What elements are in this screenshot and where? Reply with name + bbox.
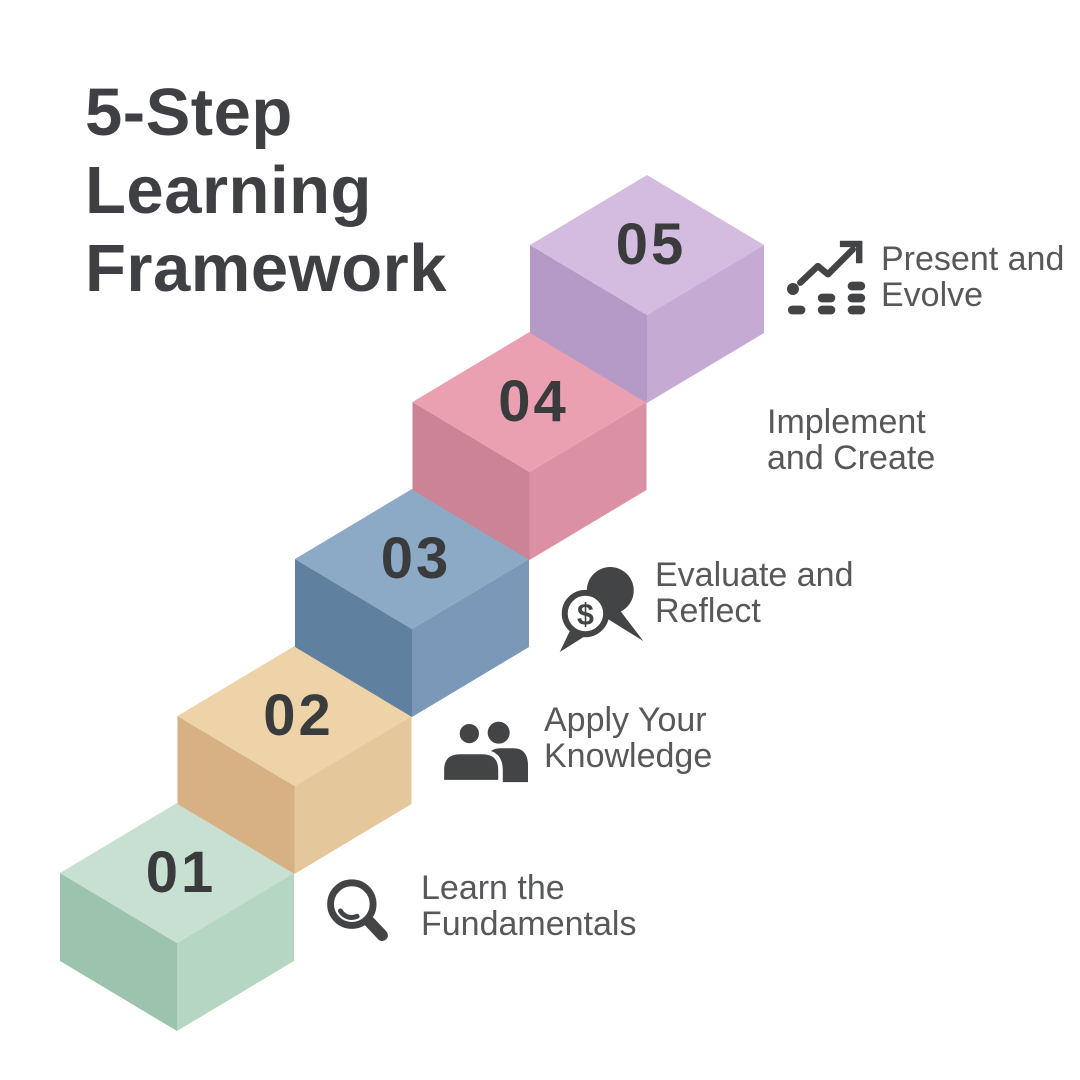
step-cube-04: 04: [412, 332, 647, 560]
step-number-03: 03: [381, 526, 452, 591]
step-label-2: Apply Your Knowledge: [544, 702, 712, 774]
step-label-1: Learn the Fundamentals: [421, 870, 636, 942]
label-line: Knowledge: [544, 737, 713, 775]
cube-right-face: [647, 245, 764, 403]
page-title: 5-Step Learning Framework: [85, 74, 447, 308]
cube-left-face: [177, 716, 295, 874]
label-line: and Create: [767, 439, 936, 477]
cube-right-face: [412, 559, 529, 717]
label-line: Evaluate and: [655, 556, 854, 594]
label-line: Reflect: [655, 592, 761, 630]
step-label-5: Present and Evolve: [881, 241, 1064, 313]
label-line: Implement: [767, 403, 926, 441]
step-number-02: 02: [263, 683, 334, 748]
cube-top-face: [530, 175, 764, 315]
step-number-01: 01: [146, 840, 217, 905]
label-line: Evolve: [881, 276, 984, 314]
dollar-glyph: $: [577, 599, 594, 632]
cube-left-face: [60, 873, 177, 1031]
people-icon: [439, 720, 528, 784]
money-chat-icon: $: [559, 567, 644, 653]
title-line-2: Learning: [85, 153, 372, 228]
step-number-05: 05: [616, 212, 687, 277]
cube-left-face: [295, 559, 412, 717]
step-cube-02: 02: [177, 646, 412, 874]
growth-chart-icon: [786, 240, 866, 315]
step-label-4: Implement and Create: [767, 404, 935, 476]
label-line: Apply Your: [544, 701, 707, 739]
cube-left-face: [412, 402, 530, 560]
cube-right-face: [529, 402, 647, 560]
cube-left-face: [530, 245, 647, 403]
label-line: Learn the: [421, 869, 565, 907]
label-line: Fundamentals: [421, 905, 637, 943]
cube-right-face: [294, 716, 412, 874]
step-cube-05: 05: [530, 175, 764, 403]
step-label-3: Evaluate and Reflect: [655, 557, 854, 629]
title-line-3: Framework: [85, 231, 447, 306]
cube-right-face: [177, 873, 294, 1031]
magnifier-icon: [327, 879, 388, 941]
title-line-1: 5-Step: [85, 75, 293, 150]
step-number-04: 04: [498, 369, 569, 434]
label-line: Present and: [881, 240, 1065, 278]
